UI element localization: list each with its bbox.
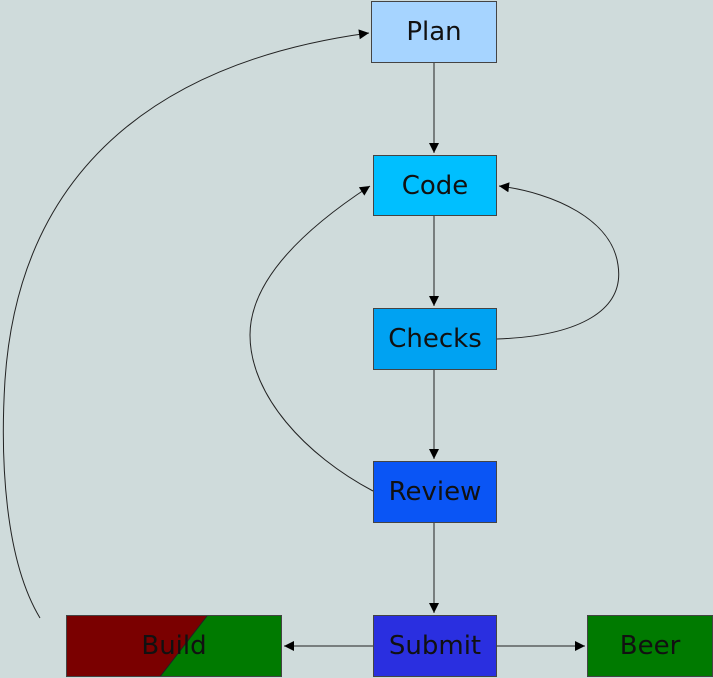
edge-review-code [249,185,374,492]
node-build-label: Build [141,631,207,661]
edge-build-plan [2,29,370,619]
node-submit-label: Submit [388,631,482,661]
node-build: Build [66,615,282,677]
node-beer: Beer [587,615,713,677]
node-code-label: Code [401,170,469,201]
node-plan: Plan [371,1,497,63]
node-plan-label: Plan [406,17,462,47]
node-review-label: Review [388,477,482,507]
node-code: Code [373,155,497,216]
node-review: Review [373,461,497,523]
node-checks-label: Checks [388,324,482,354]
node-submit: Submit [373,615,497,677]
node-beer-label: Beer [619,631,681,661]
node-checks: Checks [373,308,497,370]
build-split-fill [67,616,281,676]
edge-checks-code [496,182,620,340]
